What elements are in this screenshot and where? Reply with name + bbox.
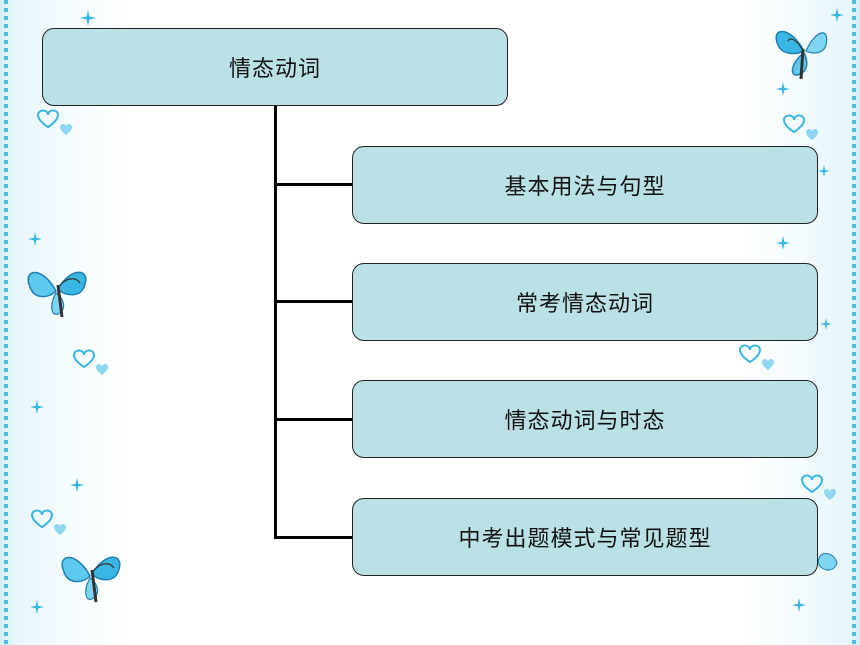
heart-icon [36,109,72,135]
child-node-common-verbs: 常考情态动词 [352,263,818,341]
sparkle-icon [792,598,806,612]
child-node-label: 常考情态动词 [515,292,654,317]
child-node-label: 情态动词与时态 [504,409,666,434]
branch-connector [274,300,354,303]
heart-icon [782,114,818,140]
butterfly-icon [27,271,87,318]
child-node-label: 基本用法与句型 [504,175,666,200]
heart-icon [30,509,66,535]
child-node-tense: 情态动词与时态 [352,380,818,458]
child-node-usage: 基本用法与句型 [352,146,818,224]
sparkle-icon [70,478,84,492]
trunk-connector [274,105,277,539]
sparkle-icon [30,600,44,614]
sparkle-icon [776,82,790,96]
right-dotted-edge [852,0,856,645]
branch-connector [274,418,354,421]
heart-icon [800,474,836,500]
child-node-exam-patterns: 中考出题模式与常见题型 [352,498,818,576]
root-node: 情态动词 [42,28,508,106]
branch-connector [274,536,354,539]
left-dotted-edge [4,0,8,645]
root-node-label: 情态动词 [228,57,321,82]
child-node-label: 中考出题模式与常见题型 [458,527,712,552]
sparkle-icon [830,8,844,22]
butterfly-icon [817,553,838,571]
butterfly-icon [775,30,828,80]
branch-connector [274,183,354,186]
sparkle-icon [30,400,44,414]
butterfly-icon [61,556,121,603]
heart-icon [738,344,774,370]
sparkle-icon [28,232,42,246]
left-border-pattern [0,0,130,645]
sparkle-icon [820,318,832,330]
sparkle-icon [776,236,790,250]
heart-icon [72,349,108,375]
sparkle-icon [818,165,830,177]
sparkle-icon [80,10,96,26]
